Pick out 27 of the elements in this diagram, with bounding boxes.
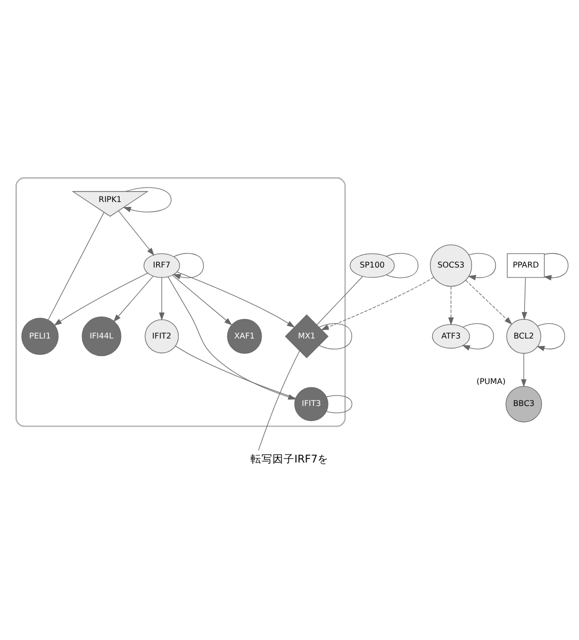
arrow	[521, 352, 527, 387]
arrow	[448, 286, 454, 325]
arrow	[522, 276, 528, 320]
connector	[326, 394, 352, 413]
arrow	[176, 271, 295, 328]
arrow	[113, 275, 154, 322]
arrow	[544, 252, 568, 280]
arrow	[168, 276, 296, 400]
cluster	[16, 176, 346, 426]
arrow	[468, 252, 496, 280]
arrow	[172, 274, 232, 325]
connector	[318, 322, 352, 349]
arrow	[158, 276, 165, 320]
arrow	[462, 322, 494, 350]
arrow	[118, 210, 154, 256]
connector	[386, 252, 418, 278]
arrow	[536, 322, 566, 351]
connector	[316, 276, 363, 325]
connector	[48, 212, 104, 320]
arrow	[320, 276, 434, 330]
arrow	[122, 186, 172, 212]
connector	[258, 350, 300, 450]
caption: 転写因子IRF7を	[250, 452, 329, 465]
arrow	[172, 252, 204, 279]
arrow	[465, 279, 512, 324]
arrow	[54, 272, 148, 326]
connector	[175, 345, 296, 398]
